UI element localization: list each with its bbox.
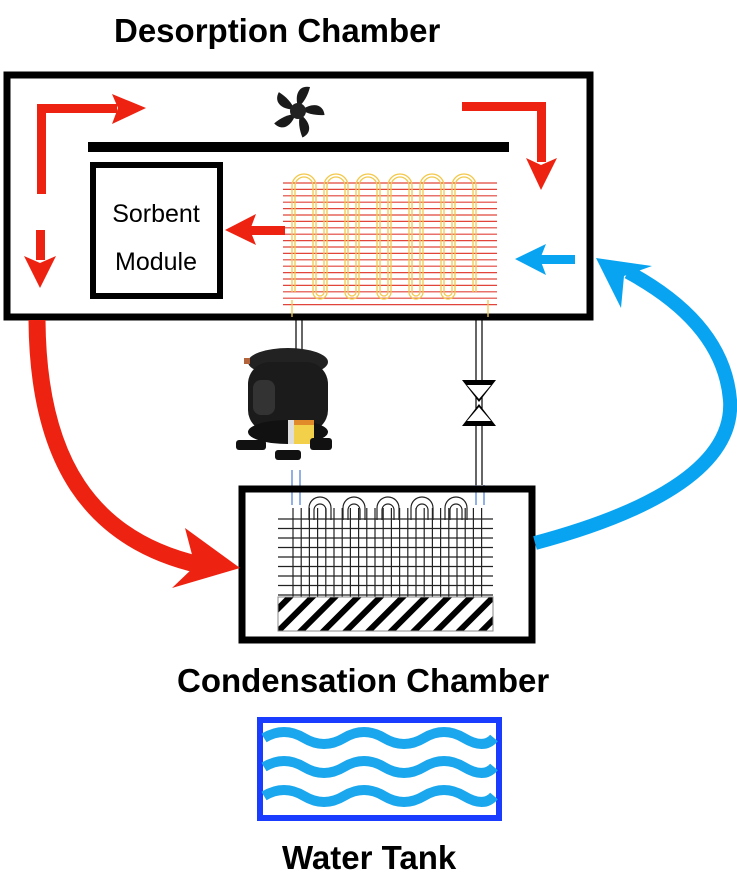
fan-icon [274,86,325,138]
coil-bend [410,496,434,520]
arrow-dry-air-return [533,258,737,550]
baffle [88,142,509,152]
water-tank-title: Water Tank [282,839,457,876]
cool-air-flow-arrows [515,244,737,550]
water-waves-icon [261,727,498,807]
desorption-chamber-title: Desorption Chamber [114,12,441,49]
sorbent-label-line2: Module [115,248,197,276]
coil-bend [381,503,395,520]
sorbent-module [90,162,223,299]
sorbent-label-line1: Sorbent [112,200,200,228]
arrow-humid-air-to-condenser [28,319,240,588]
coil-tube-outer [291,173,477,297]
coil-bend [342,496,366,520]
coil-bend [347,503,361,520]
arrow-cool-air-in [515,244,575,275]
arrow-hot-air-up-right [37,94,146,194]
coil-bend [415,503,429,520]
coil-bend [308,496,332,520]
coil-tube-inner [294,176,474,300]
cooling-coil [278,496,493,600]
heating-coil [283,173,497,317]
arrow-hot-air-right-down [462,102,557,190]
desorption-chamber [3,71,594,321]
valve-icon [462,380,496,426]
water-tank [257,717,502,821]
arrow-hot-air-to-sorbent [250,226,285,235]
condensation-chamber-title: Condensation Chamber [177,662,550,699]
coil-bend [313,503,327,520]
compressor-icon [236,348,332,460]
arrow-hot-air-down [24,230,56,288]
condensation-chamber [238,485,536,644]
water-collector [277,596,494,632]
coil-bend [449,503,463,520]
coil-bend [376,496,400,520]
arrow-hot-air-to-sorbent-head [225,214,256,245]
hot-air-flow-arrows [24,94,557,288]
coil-bend [444,496,468,520]
